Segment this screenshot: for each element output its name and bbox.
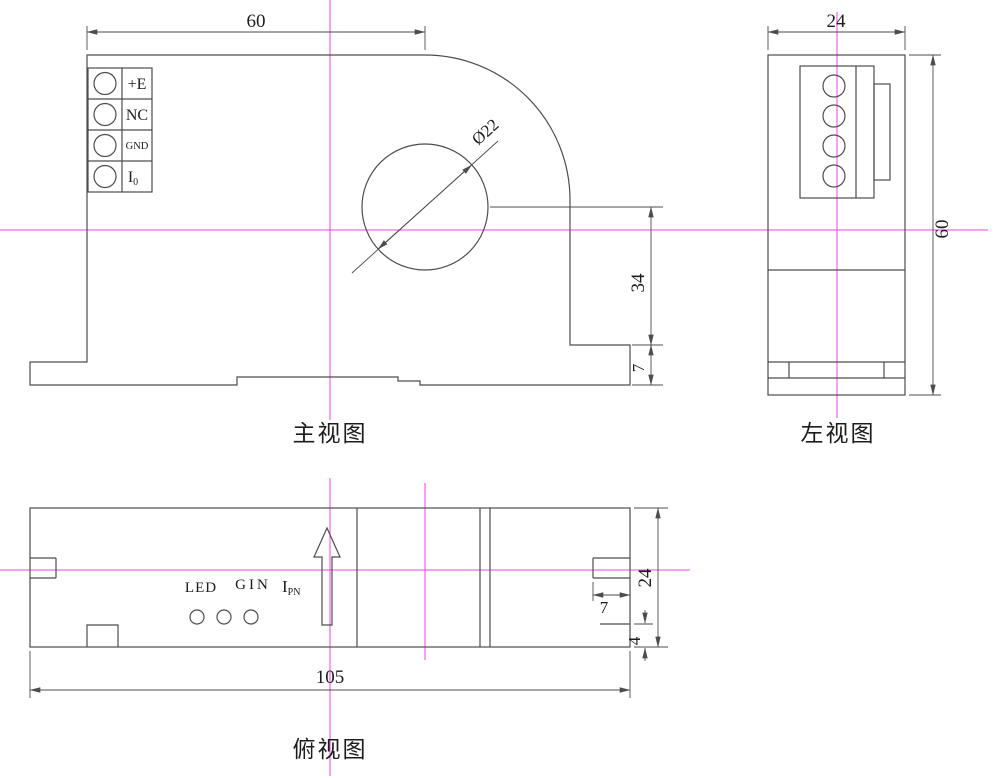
hole-diameter-label: Ø22 [468, 115, 502, 149]
top-left-slot [30, 557, 57, 579]
top-depth-label: 24 [635, 568, 656, 588]
front-height-dimensions: 34 7 [490, 206, 663, 386]
terminal-label-gnd: GND [126, 141, 149, 152]
left-rail-foot-lines [768, 361, 905, 379]
left-view: 24 60 左视图 [767, 11, 953, 446]
terminal-label-nc: NC [126, 107, 148, 124]
top-depth-dimension: 24 [634, 507, 668, 648]
top-foot-label: 4 [625, 636, 644, 645]
indicator-led-2 [216, 609, 232, 625]
top-view-title: 俯视图 [293, 737, 368, 762]
top-right-slot [592, 557, 630, 579]
left-body-outline [767, 54, 906, 396]
gin-label: GIN [235, 577, 271, 593]
terminal-label-e: +E [128, 76, 147, 93]
front-view: +E NC GND I0 Ø22 60 34 [29, 11, 663, 446]
top-slot-dimension: 7 [592, 582, 631, 617]
left-height-dimension: 60 [909, 54, 953, 396]
top-length-label: 105 [316, 667, 345, 688]
front-width-label: 60 [247, 11, 266, 32]
left-height-label: 60 [932, 220, 953, 239]
hole-diameter-dimension: Ø22 [351, 115, 503, 274]
top-internal-edges [86, 508, 630, 647]
terminal-screw-1 [93, 71, 117, 96]
left-view-title: 左视图 [801, 421, 876, 446]
terminal-screw-2 [93, 102, 117, 127]
indicator-led-1 [189, 609, 205, 625]
front-foot-label: 7 [629, 363, 648, 372]
ipn-label: IPN [282, 577, 300, 598]
front-height-label: 34 [628, 273, 649, 293]
mounting-hole-circle [361, 143, 489, 271]
led-label: LED [185, 580, 217, 596]
left-terminal-block [799, 65, 891, 199]
indicator-led-3 [243, 609, 259, 625]
terminal-label-i0: I0 [128, 169, 138, 188]
current-direction-arrow [313, 526, 341, 626]
front-view-title: 主视图 [293, 421, 368, 446]
top-view: LED GIN IPN 105 24 7 [29, 507, 668, 762]
top-length-dimension: 105 [29, 651, 631, 698]
top-slot-label: 7 [600, 598, 609, 617]
terminal-screw-3 [93, 133, 117, 158]
left-width-dimension: 24 [767, 11, 906, 50]
front-body-outline [29, 54, 631, 386]
terminal-block: +E NC GND I0 [87, 67, 153, 193]
terminal-screw-4 [93, 164, 117, 189]
front-width-dimension: 60 [86, 11, 426, 50]
panel-markings: LED GIN IPN [185, 526, 341, 626]
top-foot-dimension: 4 [625, 610, 653, 661]
left-width-label: 24 [827, 11, 847, 32]
